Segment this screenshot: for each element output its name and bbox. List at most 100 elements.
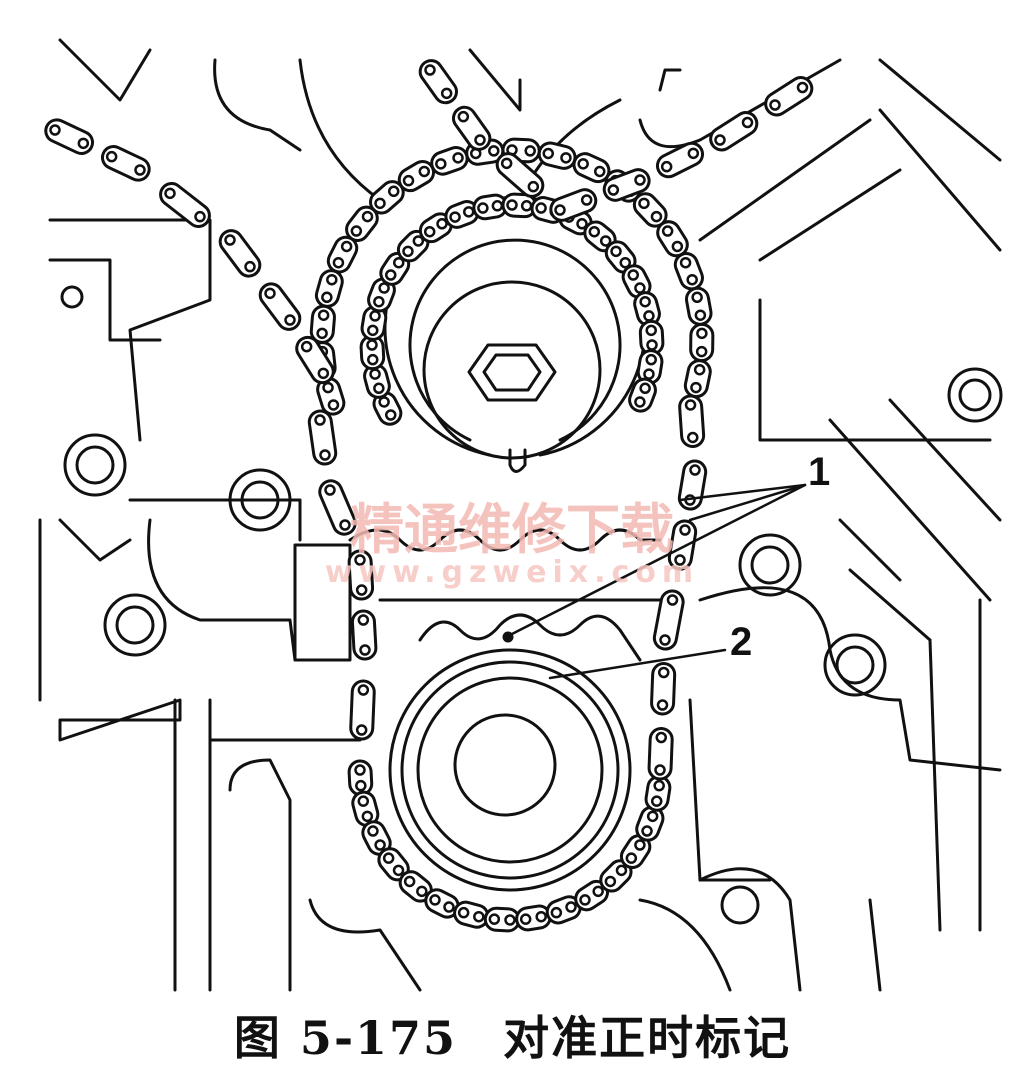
chain-pin [650, 795, 663, 807]
chain-pin [367, 324, 379, 337]
chain-pin [284, 314, 296, 326]
chain-pin [654, 764, 666, 776]
timing-chain-diagram: 精通维修下载 www.gzweix.com 1 2 [38, 38, 1003, 992]
chain-pin [361, 810, 374, 823]
chain-pin [550, 906, 563, 919]
chain-pin [560, 152, 572, 164]
chain-link [549, 188, 598, 222]
chain-pin [535, 202, 547, 214]
chain-link [451, 105, 492, 151]
chain-pin [402, 174, 415, 187]
chain-pin [634, 174, 646, 186]
chain-pin [488, 913, 501, 925]
chain-pin [449, 211, 461, 223]
chain-link [44, 118, 95, 155]
chain-pin [519, 913, 532, 925]
chain-pin [373, 382, 385, 395]
chain-pin [686, 273, 698, 286]
chain-pin [796, 81, 809, 94]
chain-pin [435, 158, 447, 170]
chain-pin [339, 519, 351, 531]
chain-pin [443, 901, 455, 913]
chain-pin [418, 165, 431, 178]
chain-pin [385, 269, 397, 281]
chain-pin [645, 353, 657, 366]
chain-pin [357, 614, 370, 626]
chain-link [652, 589, 685, 651]
chain-pin [610, 245, 622, 258]
chain-pin [604, 875, 617, 888]
chain-pin [627, 269, 639, 281]
chain-pin [473, 910, 485, 923]
chain-pin [440, 87, 453, 100]
chain-pin [340, 240, 353, 253]
chain-pin [77, 137, 90, 150]
crankshaft-sprocket [388, 631, 632, 892]
callout-2: 2 [730, 620, 752, 664]
chain-pin [324, 484, 336, 496]
chain-pin [687, 431, 699, 444]
chain-pin [599, 235, 612, 247]
chain-pin [373, 295, 385, 308]
chain-pin [527, 180, 540, 193]
chain-pin [423, 225, 436, 238]
chain-pin [392, 864, 405, 877]
chain-pin [416, 885, 428, 898]
chain-pin [504, 914, 516, 926]
chain-pin [500, 157, 513, 170]
chain-link [218, 229, 262, 278]
secondary-chain-left [359, 192, 665, 426]
chain-pin [382, 852, 395, 864]
chain-pin [387, 185, 400, 198]
camshaft-bolt-hex [467, 343, 557, 402]
chain-pin [327, 399, 340, 411]
chain-link [453, 900, 490, 929]
chain-link [602, 168, 651, 202]
chain-pin [634, 839, 646, 851]
chain-pin [378, 282, 390, 294]
chain-pin [244, 260, 256, 273]
engine-block-outline [38, 38, 1002, 992]
chain-link [347, 549, 375, 601]
chain-link [258, 282, 302, 331]
chain-pin [674, 554, 686, 566]
chain-link [572, 152, 611, 184]
chain-pin [524, 145, 536, 157]
chain-pin [592, 885, 604, 898]
chain-pin [655, 731, 667, 744]
chain-pin [374, 839, 386, 851]
chain-pin [194, 210, 206, 223]
chain-link [678, 394, 706, 448]
chain-link [307, 409, 338, 466]
chain-pin [357, 795, 370, 807]
chain-pin [332, 256, 345, 269]
chain-pin [684, 399, 697, 411]
chain-pin [639, 295, 651, 308]
chain-pin [565, 901, 577, 913]
chain-link [709, 111, 759, 152]
chain-pin [488, 145, 500, 157]
svg-text:精通维修下载: 精通维修下载 [350, 497, 674, 561]
chain-link [655, 141, 705, 179]
chain-pin [661, 225, 674, 237]
chain-link [647, 726, 674, 781]
chain-pin [580, 194, 593, 206]
chain-pin [741, 116, 754, 129]
chain-pin [319, 449, 331, 461]
chain-pin [554, 204, 566, 216]
figure-title: 对准正时标记 [503, 1011, 792, 1065]
chain-pin [679, 524, 691, 536]
chain-link [314, 269, 344, 308]
chain-pin [679, 256, 692, 269]
chain-pin [105, 150, 118, 163]
callout-leaders [508, 483, 807, 680]
chain-pin [650, 210, 663, 223]
chain-pin [671, 240, 684, 253]
chain-pin [474, 134, 486, 146]
chain-tensioner-guide [348, 528, 662, 662]
chain-pin [690, 381, 702, 394]
chain-pin [576, 218, 588, 230]
chain-pin [355, 724, 368, 736]
chain-pin [658, 666, 670, 679]
chain-pin [645, 324, 657, 337]
